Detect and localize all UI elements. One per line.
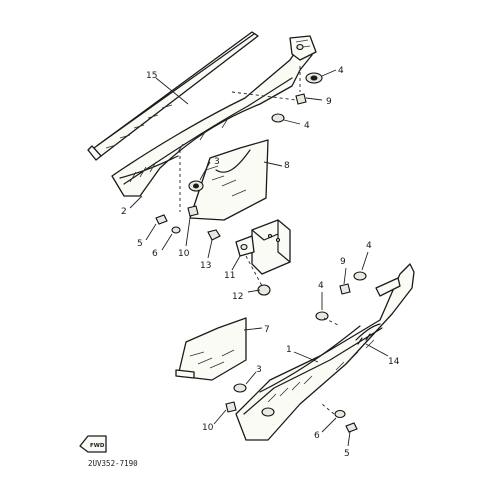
callout-9a: 9 <box>326 97 332 107</box>
callout-3a: 3 <box>214 157 220 167</box>
callout-8: 8 <box>284 161 290 171</box>
fwd-label: FWD <box>90 443 105 449</box>
callout-6b: 6 <box>314 431 320 441</box>
callout-5a: 5 <box>137 239 143 249</box>
callout-2: 2 <box>121 207 127 217</box>
callout-labels: 15 4 9 4 3 8 2 5 6 10 13 11 12 7 9 4 4 1… <box>121 66 400 459</box>
callout-4a: 4 <box>338 66 344 76</box>
callout-4c: 4 <box>366 241 372 251</box>
callout-10a: 10 <box>178 249 190 259</box>
assembly-lines <box>179 66 341 415</box>
callout-14: 14 <box>388 357 400 367</box>
callout-5b: 5 <box>344 449 350 459</box>
callout-13: 13 <box>200 261 211 271</box>
callout-1: 1 <box>286 345 292 355</box>
part-7-side-panel <box>175 317 247 381</box>
callout-12: 12 <box>232 292 243 302</box>
part-2-side-rail <box>111 35 317 197</box>
callout-9b: 9 <box>340 257 346 267</box>
callout-15: 15 <box>146 71 157 81</box>
callout-10b: 10 <box>202 423 214 433</box>
callout-4d: 4 <box>318 281 324 291</box>
callout-4b: 4 <box>304 121 310 131</box>
callout-7: 7 <box>264 325 270 335</box>
leader-lines <box>129 69 389 447</box>
callout-3b: 3 <box>256 365 262 375</box>
part-8-side-panel <box>189 139 269 221</box>
callout-6a: 6 <box>152 249 158 259</box>
diagram-code: 2UV352-7190 <box>88 459 138 468</box>
callout-11: 11 <box>224 271 235 281</box>
fasteners <box>155 72 367 433</box>
fwd-arrow-icon: FWD <box>79 435 107 453</box>
part-11-electrical-box <box>235 219 291 275</box>
